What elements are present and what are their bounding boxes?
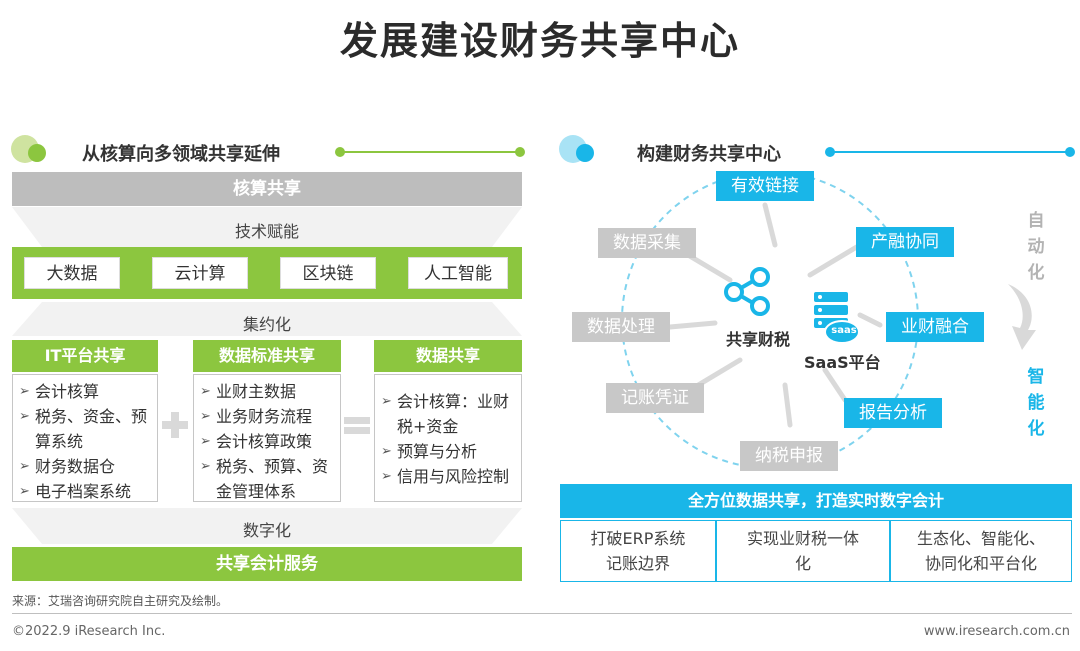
copyright: ©2022.9 iResearch Inc.: [12, 624, 166, 639]
intensive-label: 集约化: [242, 315, 291, 334]
tag-industry-finance: 产融协同: [856, 227, 954, 257]
intensive-trapezoid: [12, 302, 522, 336]
source-note: 来源：艾瑞咨询研究院自主研究及绘制。: [12, 594, 229, 608]
website-link[interactable]: www.iresearch.com.cn: [923, 624, 1070, 639]
list-item: ➢业财主数据: [200, 379, 334, 404]
right-heading-line: [824, 144, 1076, 158]
digital-label: 数字化: [242, 521, 291, 540]
tag-report-analysis: 报告分析: [844, 398, 942, 428]
arrow-right-icon: ➢: [381, 469, 392, 484]
page-title: 发展建设财务共享中心: [339, 19, 740, 63]
arrow-right-icon: ➢: [381, 444, 392, 459]
share-icon: [722, 266, 774, 316]
curved-arrow-icon: [1002, 282, 1042, 352]
automation-label: 自动化: [1027, 211, 1045, 283]
column-body-data-share: ➢会计核算：业财税+资金 ➢预算与分析 ➢信用与风险控制: [374, 374, 522, 502]
arrow-right-icon: ➢: [200, 409, 211, 424]
list-item: ➢会计核算：业财税+资金: [381, 389, 515, 439]
digital-trapezoid: [12, 508, 522, 544]
left-heading-icon: [10, 132, 50, 166]
list-item: ➢税务、预算、资金管理体系: [200, 454, 334, 504]
column-body-data-standard: ➢业财主数据 ➢业务财务流程 ➢会计核算政策 ➢税务、预算、资金管理体系: [193, 374, 341, 502]
column-header-data-share: 数据共享: [374, 340, 522, 372]
cell-erp-boundary: 打破ERP系统记账边界: [560, 520, 716, 582]
left-heading: 从核算向多领域共享延伸: [82, 144, 280, 165]
plus-icon: [160, 410, 190, 440]
tech-trapezoid: [12, 207, 522, 247]
tech-item: 人工智能: [408, 257, 508, 289]
footer-divider: [12, 613, 1072, 614]
list-item: ➢业务财务流程: [200, 404, 334, 429]
arrow-right-icon: ➢: [19, 409, 30, 424]
arrow-right-icon: ➢: [200, 384, 211, 399]
tag-accounting-voucher: 记账凭证: [606, 383, 704, 413]
list-item: ➢信用与风险控制: [381, 464, 515, 489]
tag-business-finance-integration: 业财融合: [886, 312, 984, 342]
equals-icon: [342, 410, 372, 440]
right-heading: 构建财务共享中心: [637, 144, 781, 165]
tech-item: 大数据: [24, 257, 120, 289]
left-heading-line: [334, 144, 526, 158]
saas-platform-label: SaaS平台: [804, 353, 881, 372]
cell-integration: 实现业财税一体化: [716, 520, 890, 582]
right-heading-icon: [558, 132, 598, 166]
saas-badge: saas: [831, 325, 857, 336]
shared-accounting-service-bar: 共享会计服务: [12, 547, 522, 581]
arrow-right-icon: ➢: [200, 459, 211, 474]
tag-effective-link: 有效链接: [716, 171, 814, 201]
column-header-data-standard: 数据标准共享: [193, 340, 341, 372]
tag-data-processing: 数据处理: [572, 312, 670, 342]
tech-label: 技术赋能: [234, 222, 299, 241]
list-item: ➢预算与分析: [381, 439, 515, 464]
data-share-bar: 全方位数据共享，打造实时数字会计: [560, 484, 1072, 518]
list-item: ➢电子档案系统: [19, 479, 151, 504]
list-item: ➢会计核算政策: [200, 429, 334, 454]
tag-data-collection: 数据采集: [598, 228, 696, 258]
tech-item: 区块链: [280, 257, 376, 289]
intelligence-label: 智能化: [1027, 367, 1045, 439]
arrow-right-icon: ➢: [19, 384, 30, 399]
list-item: ➢会计核算: [19, 379, 151, 404]
arrow-right-icon: ➢: [19, 484, 30, 499]
column-body-it-platform: ➢会计核算 ➢税务、资金、预算系统 ➢财务数据仓 ➢电子档案系统: [12, 374, 158, 502]
list-item: ➢税务、资金、预算系统: [19, 404, 151, 454]
tech-item: 云计算: [152, 257, 248, 289]
arrow-right-icon: ➢: [200, 434, 211, 449]
arrow-right-icon: ➢: [381, 394, 392, 409]
accounting-share-bar: 核算共享: [12, 172, 522, 206]
server-cloud-icon: [812, 292, 862, 344]
list-item: ➢财务数据仓: [19, 454, 151, 479]
tag-tax-declaration: 纳税申报: [740, 441, 838, 471]
cell-platformization: 生态化、智能化、协同化和平台化: [890, 520, 1072, 582]
arrow-right-icon: ➢: [19, 459, 30, 474]
column-header-it-platform: IT平台共享: [12, 340, 158, 372]
shared-tax-label: 共享财税: [726, 330, 791, 349]
